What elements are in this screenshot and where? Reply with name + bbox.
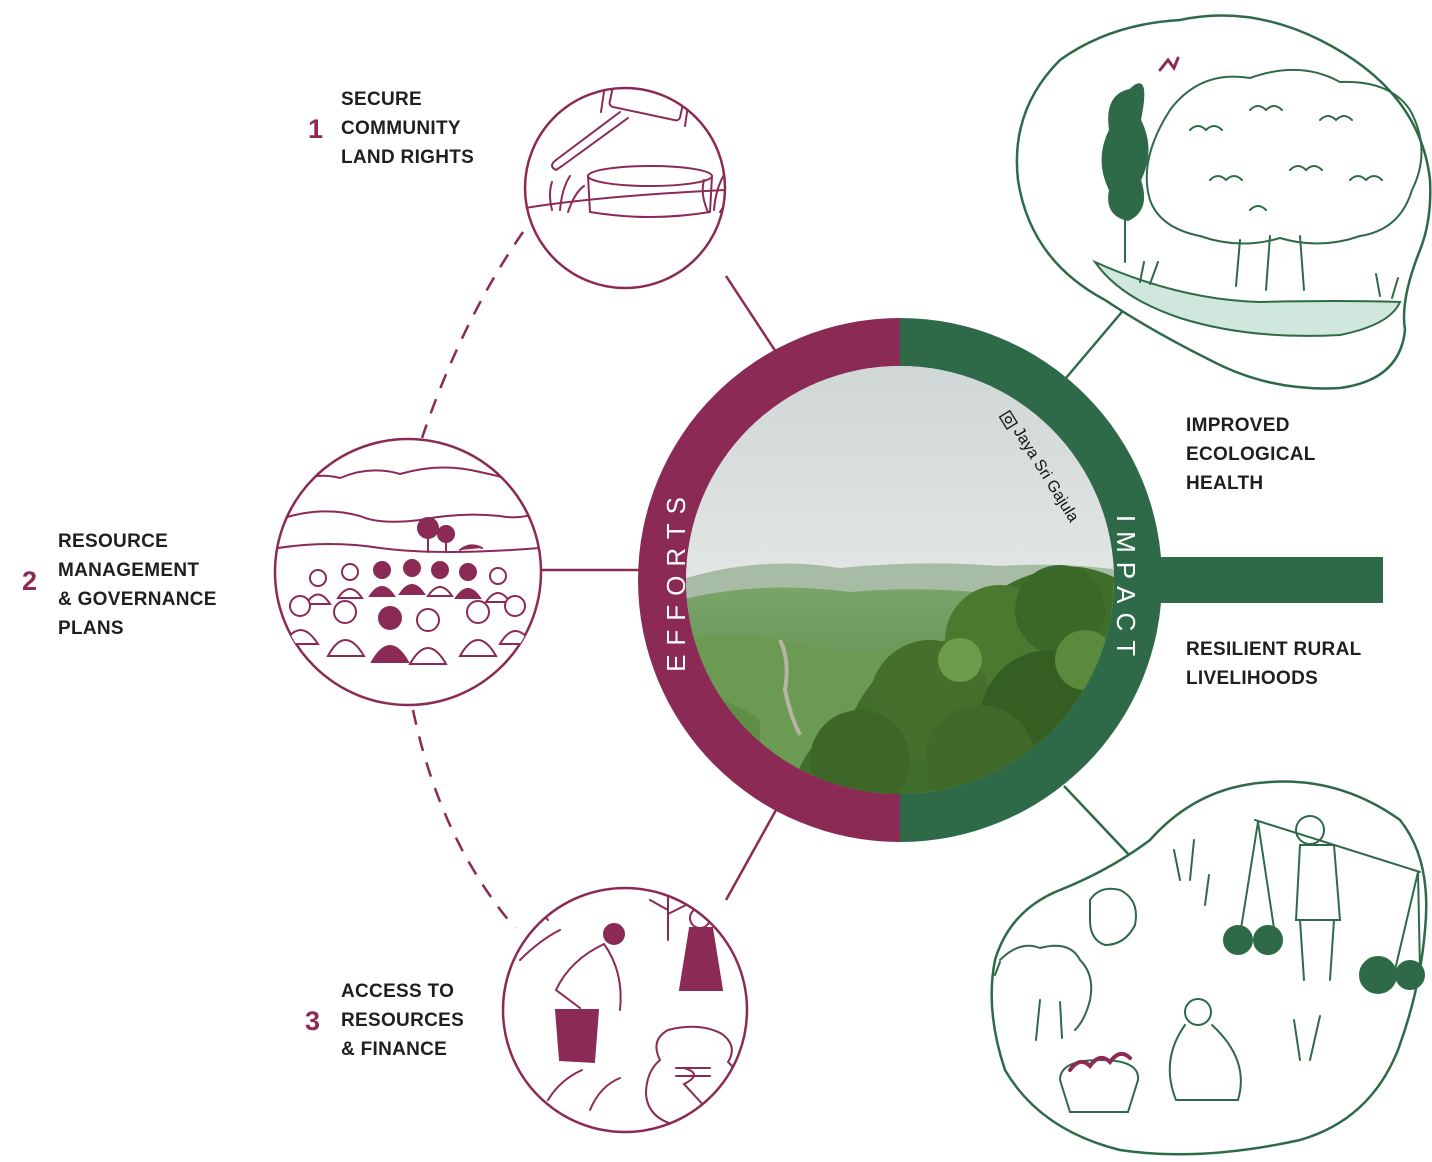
central-ring: EFFORTS IMPACT Jaya Sri Gajula	[638, 318, 1383, 842]
effort-1-line-2: COMMUNITY	[341, 118, 461, 139]
camera-icon	[998, 409, 1019, 430]
connector-1	[724, 275, 778, 353]
connector-impact-top	[1065, 299, 1133, 379]
effort-3-line-1: ACCESS TO	[341, 981, 455, 1002]
effort-3-line-2: RESOURCES	[341, 1010, 465, 1031]
impact-1-line-3: HEALTH	[1186, 473, 1264, 494]
seated-people	[282, 559, 534, 665]
community-meeting-icon	[277, 466, 541, 553]
effort-circle-3	[501, 886, 749, 1134]
effort-2-number: 2	[22, 566, 38, 596]
impact-bar	[1150, 557, 1383, 603]
impact-2-line-1: RESILIENT RURAL	[1186, 639, 1362, 660]
rural-livelihood-icon	[994, 815, 1425, 1113]
impact-label-group: IMPACT	[1111, 515, 1141, 665]
gavel-icon	[525, 88, 725, 218]
impact-connectors	[1063, 299, 1133, 859]
effort-2-line-3: & GOVERNANCE	[58, 589, 217, 610]
connector-lines	[411, 231, 778, 929]
impact-ring-half	[900, 318, 1162, 842]
effort-circle-1	[523, 86, 727, 290]
efforts-ring-half	[638, 318, 900, 842]
effort-1-number: 1	[308, 114, 324, 144]
impact-blob-ecology	[1015, 14, 1432, 390]
impact-label: IMPACT	[1111, 515, 1141, 665]
effort-2-label: RESOURCE MANAGEMENT & GOVERNANCE PLANS	[58, 527, 217, 643]
forest-river-icon	[1092, 56, 1423, 337]
effort-3-number: 3	[305, 1006, 321, 1036]
impact-1-label: IMPROVED ECOLOGICAL HEALTH	[1186, 411, 1316, 498]
landscape-photo	[686, 366, 1114, 794]
effort-2-line-2: MANAGEMENT	[58, 560, 200, 581]
effort-3-label: ACCESS TO RESOURCES & FINANCE	[341, 977, 464, 1064]
effort-1-label: SECURE COMMUNITY LAND RIGHTS	[341, 85, 474, 172]
impact-1-line-1: IMPROVED	[1186, 415, 1290, 436]
effort-circle-2	[273, 437, 543, 707]
effort-2-line-4: PLANS	[58, 618, 124, 639]
impact-1-line-2: ECOLOGICAL	[1186, 444, 1316, 465]
impact-2-line-2: LIVELIHOODS	[1186, 668, 1319, 689]
efforts-label: EFFORTS	[661, 488, 691, 672]
efforts-label-group: EFFORTS	[661, 488, 691, 672]
impact-blob-livelihoods	[990, 780, 1428, 1156]
effort-1-line-3: LAND RIGHTS	[341, 147, 475, 168]
connector-3	[724, 809, 778, 901]
effort-3-line-3: & FINANCE	[341, 1039, 448, 1060]
dashed-arc-lower	[411, 709, 516, 929]
effort-2-line-1: RESOURCE	[58, 531, 169, 552]
connector-impact-bottom	[1063, 785, 1133, 859]
impact-2-label: RESILIENT RURAL LIVELIHOODS	[1186, 635, 1362, 693]
dashed-arc-upper	[420, 231, 525, 439]
effort-1-line-1: SECURE	[341, 89, 422, 110]
